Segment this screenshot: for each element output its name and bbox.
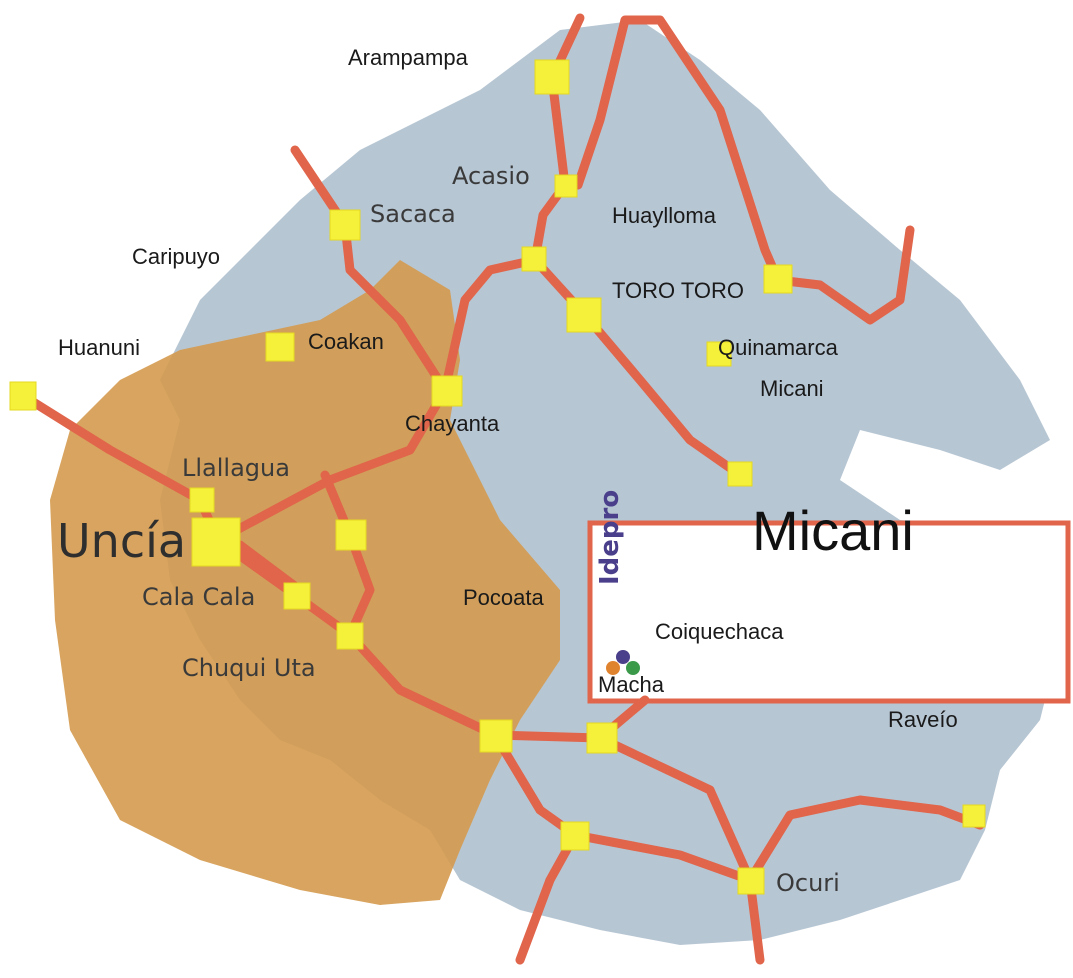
inset-box <box>587 520 1071 704</box>
road-arampampa-acasio <box>530 73 570 265</box>
label-llallagua: Llallagua <box>182 454 290 482</box>
label-caripuyo: Caripuyo <box>132 244 221 269</box>
town-south <box>560 821 590 851</box>
road-north-loop <box>573 15 783 285</box>
label-huanuni: Huanuni <box>58 335 140 360</box>
road-sacaca-chayanta <box>340 220 450 395</box>
label-raveio: Raveío <box>888 707 958 732</box>
road-chayanta-uncia <box>213 385 450 545</box>
town-chuqui-uta <box>336 622 364 650</box>
label-acasio: Acasio <box>452 162 530 190</box>
town-ocuri <box>737 867 765 895</box>
town-coakan <box>265 332 295 362</box>
label-idepro: Idepro <box>595 489 625 585</box>
town-chayanta <box>431 375 463 407</box>
town-micani <box>727 461 753 487</box>
label-chayanta: Chayanta <box>405 411 500 436</box>
label-coakan: Coakan <box>308 329 384 354</box>
label-toro-toro: TORO TORO <box>612 278 745 303</box>
town-toro-toro <box>763 264 793 294</box>
road-toro-east <box>773 225 915 325</box>
towns <box>9 59 986 895</box>
town-junction-south <box>479 719 513 753</box>
town-huanuni <box>9 381 37 411</box>
town-toro-junction <box>566 297 602 333</box>
town-loop-east <box>335 519 367 551</box>
label-sacaca: Sacaca <box>370 200 456 228</box>
town-arampampa <box>534 59 570 95</box>
label-ocuri: Ocuri <box>776 869 840 897</box>
label-quinamarca: Quinamarca <box>718 335 838 360</box>
label-micani-small: Micani <box>760 376 824 401</box>
road-chayanta-junction <box>440 255 540 395</box>
town-acasio <box>554 174 578 198</box>
road-south-ocuri <box>570 830 755 885</box>
town-cala-cala <box>283 582 311 610</box>
label-chuqui-uta: Chuqui Uta <box>182 654 316 682</box>
idepro-logo-icon <box>606 650 640 675</box>
town-sacaca <box>329 209 361 241</box>
town-quinamarca <box>706 341 732 367</box>
town-llallagua <box>189 487 215 513</box>
label-arampampa: Arampampa <box>348 45 468 70</box>
label-cala-cala: Cala Cala <box>142 583 256 611</box>
town-junction-north <box>521 246 547 272</box>
town-macha-junction <box>586 722 618 754</box>
label-huaylloma: Huaylloma <box>612 203 716 228</box>
label-coiquechaca: Coiquechaca <box>655 619 784 644</box>
town-raveio <box>962 804 986 828</box>
town-uncia <box>191 517 241 567</box>
label-uncia: Uncía <box>57 514 187 568</box>
label-micani-large: Micani <box>752 499 914 562</box>
road-macha-ocuri <box>595 733 755 885</box>
road-ocuri-raveio <box>745 795 985 885</box>
label-pocoata: Pocoata <box>463 585 544 610</box>
road-toro-micani <box>580 310 745 480</box>
label-macha: Macha <box>598 672 665 697</box>
road-chuqui-junction <box>345 630 500 740</box>
